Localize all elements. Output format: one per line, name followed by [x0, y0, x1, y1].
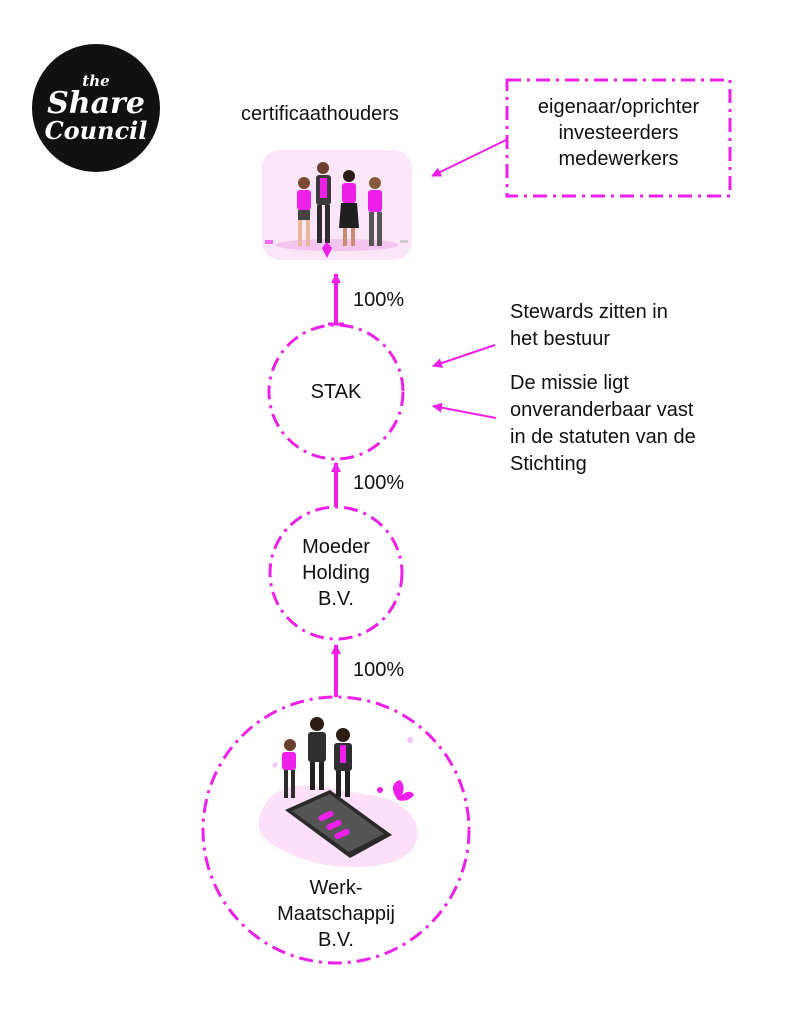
operating-company-illustration	[258, 717, 418, 868]
logo-line-2: Share	[47, 85, 145, 121]
stak-node	[267, 323, 405, 461]
stewards-line-2: het bestuur	[510, 328, 611, 350]
mission-line-3: in de statuten van de	[510, 426, 696, 448]
holders-box	[505, 78, 732, 198]
mother-holding-line-1: Moeder	[302, 536, 370, 558]
mother-holding-line-2: Holding	[302, 562, 370, 584]
mission-line-1: De missie ligt	[510, 372, 629, 394]
logo-badge	[32, 44, 160, 172]
stewards-arrow	[432, 344, 496, 368]
operating-company-line-3: B.V.	[318, 929, 354, 951]
stewards-line-1: Stewards zitten in	[510, 301, 668, 323]
mother-holding-line-3: B.V.	[318, 588, 354, 610]
logo-line-3: Council	[44, 115, 148, 145]
operating-company-label: Werk- Maatschappij B.V.	[246, 875, 426, 953]
holders-box-text: eigenaar/oprichter investeerders medewer…	[507, 94, 730, 172]
stewards-note: Stewards zitten in het bestuur	[510, 299, 668, 353]
holders-line-2: investeerders	[558, 122, 679, 144]
percent-operating-to-holding: 100%	[353, 659, 405, 681]
holders-line-1: eigenaar/oprichter	[537, 96, 700, 118]
certificate-holders-label: certificaathouders	[241, 103, 399, 125]
mother-holding-label: Moeder Holding B.V.	[270, 534, 402, 612]
percent-holding-to-stak: 100%	[353, 472, 405, 494]
percent-stak-to-holders: 100%	[353, 289, 405, 311]
certificate-holders-illustration	[262, 150, 412, 260]
logo-text: the Share Council	[32, 44, 160, 172]
holders-line-3: medewerkers	[558, 148, 679, 170]
holders-box-arrow	[431, 139, 507, 177]
mission-line-2: onveranderbaar vast	[510, 399, 694, 421]
mission-arrow	[432, 402, 497, 419]
stak-label: STAK	[310, 381, 362, 403]
operating-company-node	[201, 695, 471, 965]
operating-company-line-2: Maatschappij	[277, 903, 395, 925]
logo-line-1: the	[82, 71, 110, 90]
operating-company-line-1: Werk-	[309, 877, 363, 899]
mission-line-4: Stichting	[510, 453, 587, 475]
mission-note: De missie ligt onveranderbaar vast in de…	[510, 370, 696, 478]
